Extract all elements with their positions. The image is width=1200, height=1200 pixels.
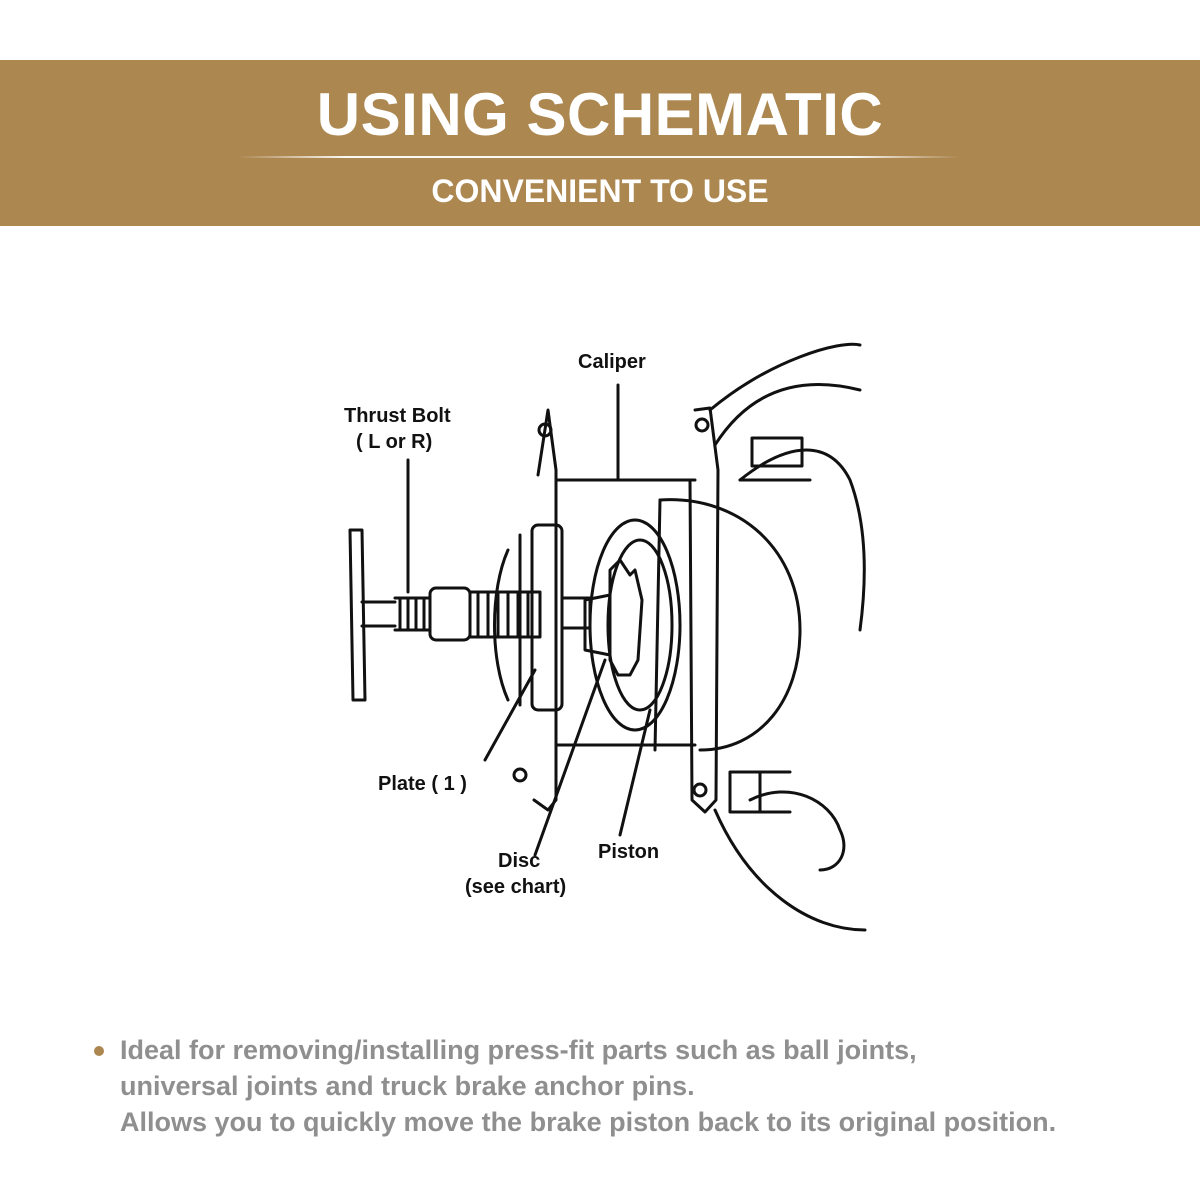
label-piston: Piston <box>598 841 659 863</box>
label-caliper: Caliper <box>578 351 646 373</box>
description-line-1: Ideal for removing/installing press-fit … <box>120 1035 917 1065</box>
title-divider <box>238 156 960 158</box>
header-banner: USING SCHEMATIC CONVENIENT TO USE <box>0 60 1200 226</box>
schematic-drawing: Caliper Thrust Bolt ( L or R) Plate ( 1 … <box>344 342 867 932</box>
label-thrust-bolt-side: ( L or R) <box>356 431 432 453</box>
page-subtitle: CONVENIENT TO USE <box>431 173 769 209</box>
label-disc: Disc <box>498 850 540 872</box>
feature-description: Ideal for removing/installing press-fit … <box>94 1032 1174 1140</box>
label-disc-note: (see chart) <box>465 876 566 898</box>
label-plate: Plate ( 1 ) <box>378 773 467 795</box>
description-line-2: universal joints and truck brake anchor … <box>120 1071 695 1101</box>
bullet-dot-icon <box>94 1046 104 1056</box>
label-thrust-bolt: Thrust Bolt <box>344 405 451 427</box>
brake-tool-schematic: Caliper Thrust Bolt ( L or R) Plate ( 1 … <box>320 330 880 950</box>
page-title: USING SCHEMATIC <box>316 81 884 148</box>
description-line-3: Allows you to quickly move the brake pis… <box>120 1107 1057 1137</box>
